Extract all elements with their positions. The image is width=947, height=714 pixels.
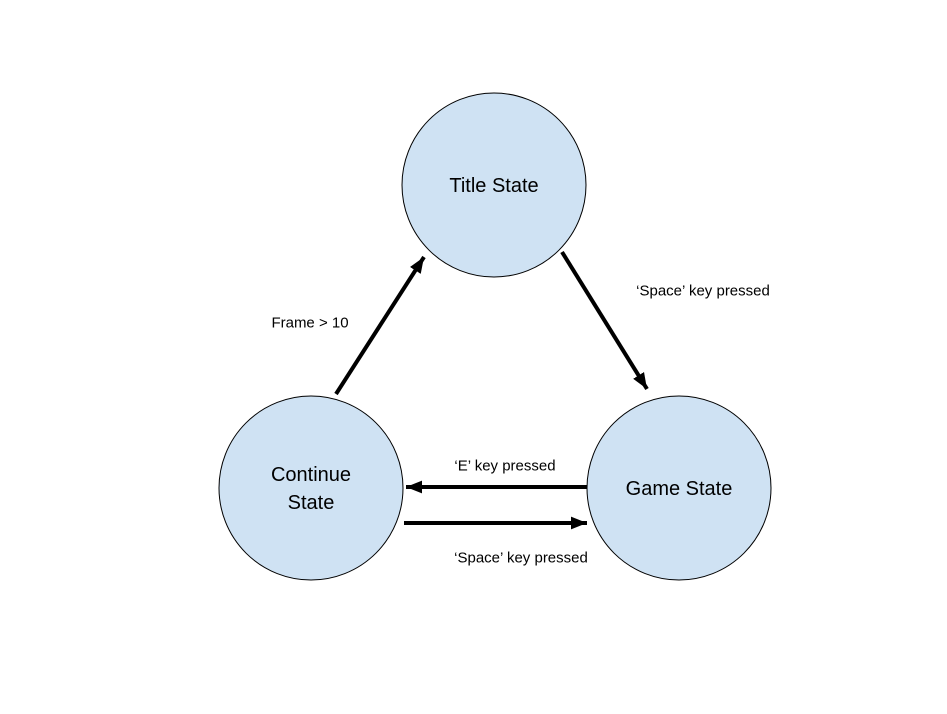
node-continue-state-label: Continue State [270, 464, 352, 514]
node-continue-state [218, 395, 404, 581]
edge-label-space-key-bottom: ‘Space’ key pressed [454, 549, 588, 567]
node-title-state-label: Title State [449, 175, 539, 197]
edge-title-to-game [560, 250, 649, 391]
node-game-state-label: Game State [625, 478, 733, 500]
edge-label-frame-gt-10: Frame > 10 [271, 314, 349, 332]
edge-label-e-key: ‘E’ key pressed [454, 457, 556, 475]
node-game-state [586, 395, 772, 581]
edge-continue-to-title [334, 255, 426, 396]
edge-label-space-key-top: ‘Space’ key pressed [636, 282, 770, 300]
node-title-state [401, 92, 587, 278]
